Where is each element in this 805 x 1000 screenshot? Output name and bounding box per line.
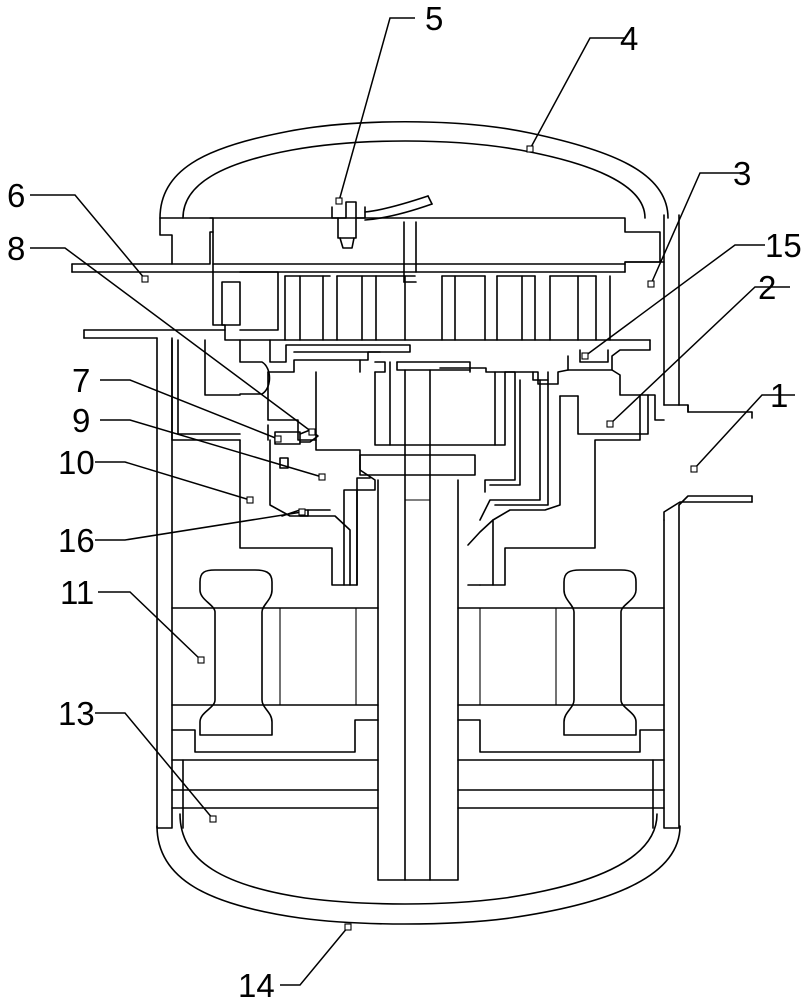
label-5: 5: [425, 0, 443, 37]
side-inlet-pipe: [71, 263, 214, 273]
label-3: 3: [733, 155, 751, 192]
suction-pipe: [663, 404, 753, 521]
scroll-wraps: [212, 271, 651, 341]
label-14: 14: [238, 967, 275, 1000]
label-2: 2: [758, 269, 776, 306]
label-7: 7: [72, 362, 90, 399]
main-bearing-housing: [239, 394, 665, 586]
label-10: 10: [58, 444, 95, 481]
label-4: 4: [620, 20, 638, 57]
outer-shell: [156, 214, 680, 829]
label-9: 9: [72, 402, 90, 439]
bearing-frame: [83, 329, 651, 441]
label-16: 16: [58, 522, 95, 559]
discharge-valve: [331, 195, 433, 249]
upper-cover: [159, 217, 665, 273]
label-15: 15: [765, 227, 802, 264]
motor-stator: [171, 569, 665, 753]
leader-dots: [141, 145, 698, 931]
leader-lines: [30, 17, 795, 986]
label-8: 8: [7, 230, 25, 267]
pressure-sensor-assembly: [267, 371, 319, 469]
part-labels: 1 2 3 4 5 6 8 15 7 9 10 16 11 13 14: [7, 0, 802, 1000]
label-6: 6: [7, 177, 25, 214]
label-13: 13: [58, 695, 95, 732]
label-1: 1: [770, 377, 788, 414]
upper-dome-cap: [159, 120, 669, 219]
label-11: 11: [60, 574, 94, 611]
crankshaft: [377, 361, 471, 881]
lower-balance-weight-area: [171, 759, 665, 829]
inner-discharge-tube: [403, 221, 417, 283]
lower-dome-cap: [156, 813, 681, 925]
